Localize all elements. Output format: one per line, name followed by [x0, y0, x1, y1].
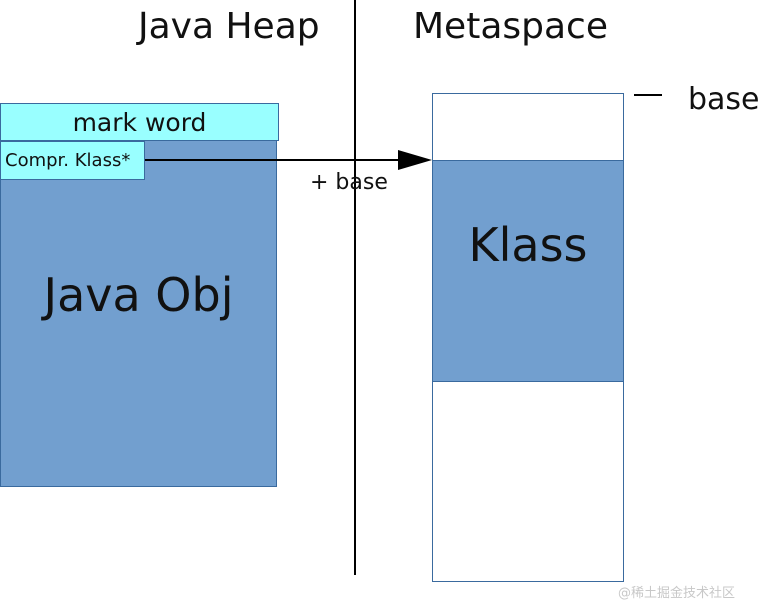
compressed-klass-pointer-field: Compr. Klass* [0, 141, 145, 180]
java-heap-heading: Java Heap [138, 6, 320, 47]
klass-block [432, 160, 624, 382]
metaspace-heading: Metaspace [413, 6, 608, 47]
mark-word-field: mark word [0, 103, 279, 141]
plus-base-label: + base [310, 170, 388, 195]
java-object-label: Java Obj [43, 268, 234, 322]
base-label: base [688, 82, 760, 117]
klass-label: Klass [468, 218, 588, 272]
pointer-arrow-head [398, 150, 432, 170]
region-divider [354, 0, 356, 575]
base-marker [634, 94, 662, 96]
watermark: @稀土掘金技术社区 [618, 586, 736, 601]
